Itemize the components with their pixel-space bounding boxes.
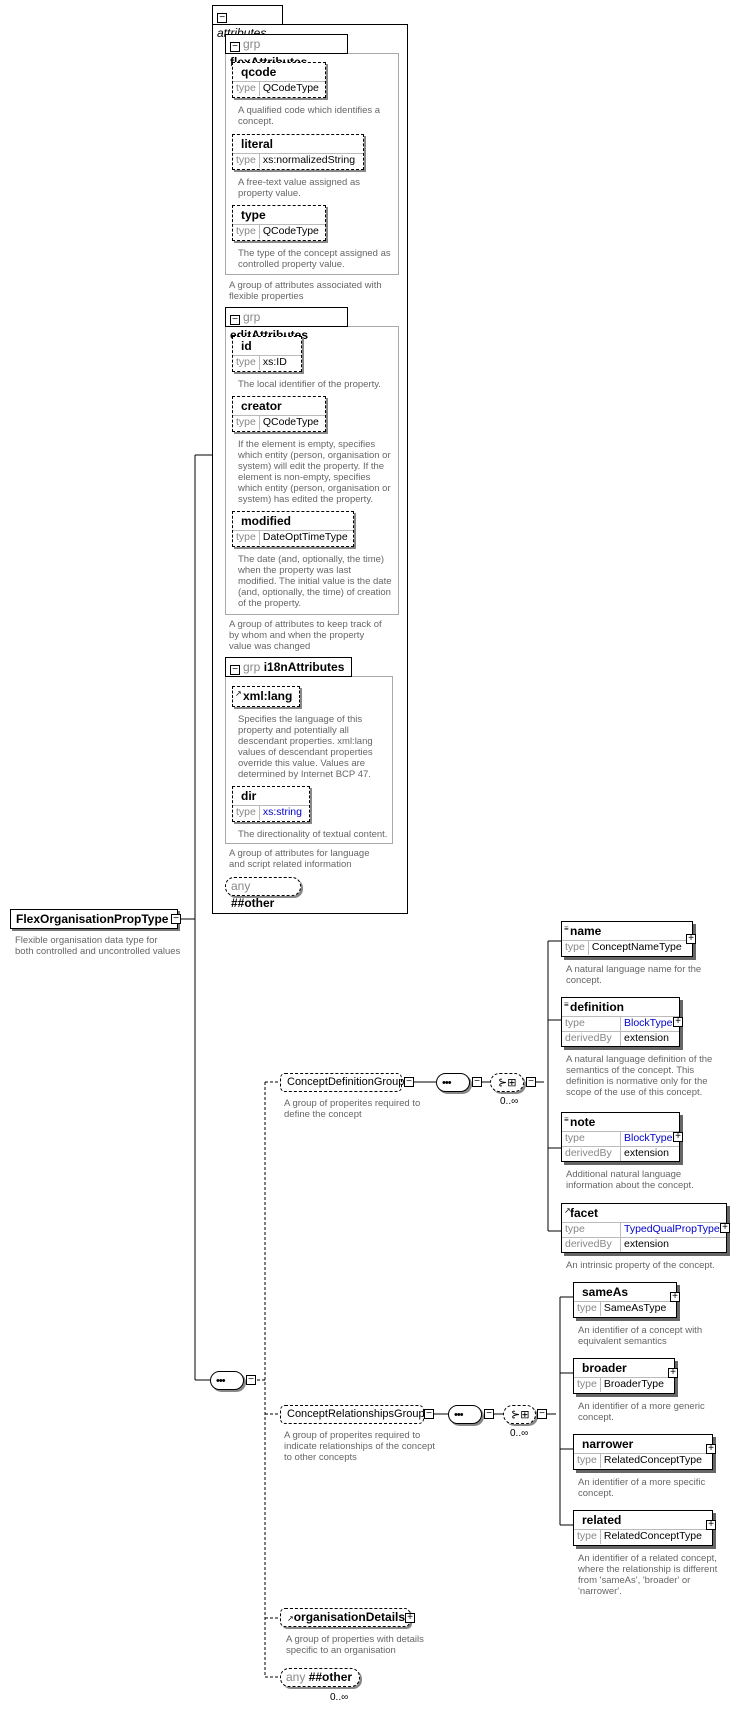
doc-related: An identifier of a related concept,where… [578, 1553, 718, 1597]
minus-icon[interactable]: − [230, 665, 240, 675]
i18nattributes-tab[interactable]: −grp i18nAttributes [225, 657, 352, 677]
sequence-compositor[interactable]: ••• [210, 1371, 244, 1390]
plus-icon[interactable]: + [670, 1292, 680, 1302]
plus-icon[interactable]: + [686, 934, 696, 944]
flexattributes-tab[interactable]: −grp flexAttributes [225, 34, 348, 69]
plus-icon[interactable]: + [673, 1132, 683, 1142]
any-other-attribute[interactable]: any ##other [225, 877, 301, 910]
attribute-xml-lang[interactable]: ↗ xml:lang [232, 686, 300, 707]
element-marker-icon: ≡ [564, 1115, 569, 1124]
choice-icon: ⊱⊞ [498, 1077, 517, 1089]
attributes-frame [212, 24, 408, 914]
reference-arrow-icon: ↗ [235, 689, 242, 698]
minus-icon[interactable]: − [217, 13, 227, 23]
minus-icon[interactable]: − [171, 914, 181, 924]
doc-id: The local identifier of the property. [238, 379, 381, 390]
minus-icon[interactable]: − [526, 1077, 536, 1087]
minus-icon[interactable]: − [537, 1409, 547, 1419]
plus-icon[interactable]: + [405, 1613, 415, 1623]
doc-facet: An intrinsic property of the concept. [566, 1260, 715, 1271]
minus-icon[interactable]: − [246, 1375, 256, 1385]
root-type[interactable]: FlexOrganisationPropType [10, 909, 178, 929]
group-ref-organisationdetails[interactable]: ↗organisationDetails [280, 1608, 410, 1627]
doc-dir: The directionality of textual content. [238, 829, 388, 840]
minus-icon[interactable]: − [230, 42, 240, 52]
occurrence: 0..∞ [500, 1096, 519, 1107]
sequence-icon: ••• [454, 1409, 464, 1421]
sequence-icon: ••• [442, 1077, 452, 1089]
minus-icon[interactable]: − [404, 1077, 414, 1087]
occurrence: 0..∞ [330, 1692, 349, 1703]
choice-compositor[interactable]: ⊱⊞ [503, 1405, 536, 1424]
group-ref-conceptrelationshipsgroup[interactable]: ConceptRelationshipsGroup [280, 1405, 425, 1424]
any-other-element[interactable]: any ##other [280, 1668, 360, 1687]
plus-icon[interactable]: + [706, 1520, 716, 1530]
sequence-compositor[interactable]: ••• [448, 1405, 482, 1424]
plus-icon[interactable]: + [706, 1444, 716, 1454]
element-marker-icon: ≡ [564, 924, 569, 933]
reference-arrow-icon: ↗ [564, 1206, 571, 1215]
doc-modified: The date (and, optionally, the time)when… [238, 554, 392, 609]
group-name: i18nAttributes [263, 660, 345, 674]
reference-arrow-icon: ↗ [287, 1614, 294, 1623]
minus-icon[interactable]: − [424, 1409, 434, 1419]
sequence-compositor[interactable]: ••• [436, 1073, 470, 1092]
element-marker-icon: ≡ [564, 1000, 569, 1009]
minus-icon[interactable]: − [484, 1409, 494, 1419]
sequence-icon: ••• [216, 1375, 226, 1387]
minus-icon[interactable]: − [472, 1077, 482, 1087]
editattributes-tab[interactable]: −grp editAttributes [225, 307, 348, 342]
choice-icon: ⊱⊞ [511, 1409, 530, 1421]
choice-compositor[interactable]: ⊱⊞ [490, 1073, 524, 1092]
minus-icon[interactable]: − [230, 315, 240, 325]
plus-icon[interactable]: + [720, 1223, 730, 1233]
attributes-tab[interactable]: −attributes [212, 5, 283, 40]
group-ref-conceptdefinitiongroup[interactable]: ConceptDefinitionGroup [280, 1073, 404, 1092]
plus-icon[interactable]: + [673, 1017, 683, 1027]
plus-icon[interactable]: + [668, 1368, 678, 1378]
occurrence: 0..∞ [510, 1428, 529, 1439]
